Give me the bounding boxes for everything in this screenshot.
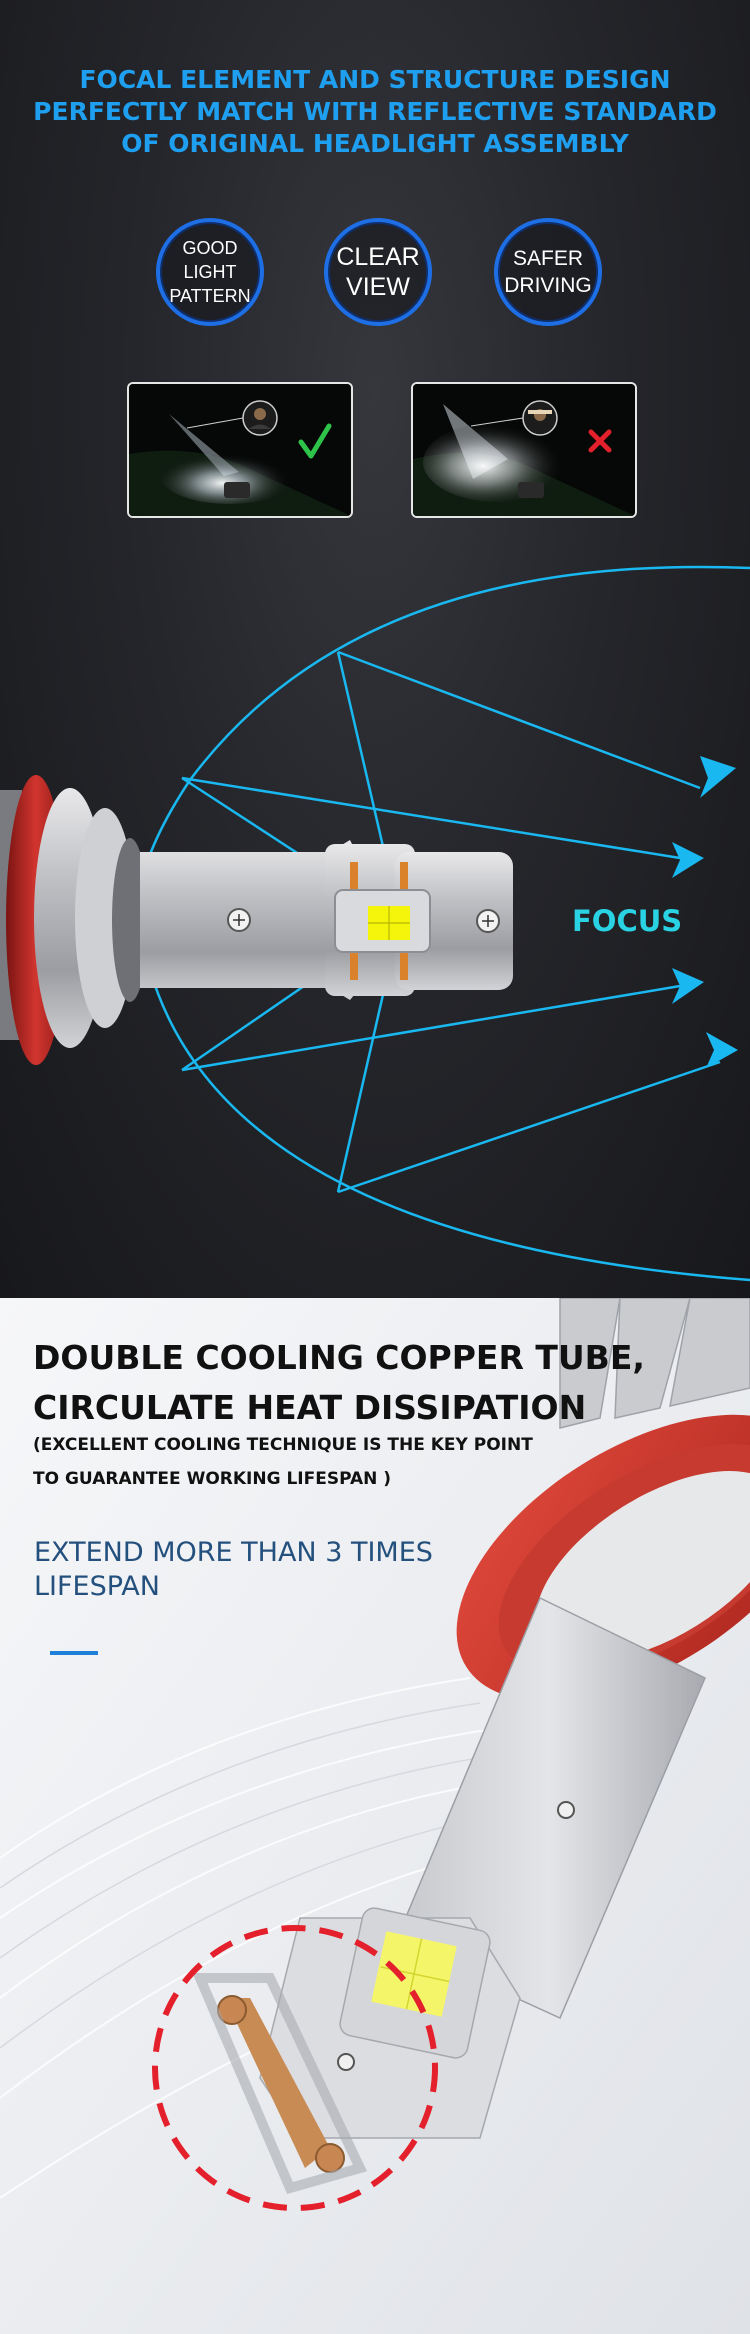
- badge-text: PATTERN: [169, 286, 251, 306]
- focal-headline: FOCAL ELEMENT AND STRUCTURE DESIGN PERFE…: [0, 64, 750, 160]
- bulb-base: [0, 775, 148, 1065]
- cross-icon: [588, 429, 612, 453]
- heatsink-fins: [559, 1298, 750, 1429]
- cooling-section: DOUBLE COOLING COPPER TUBE, CIRCULATE HE…: [0, 1298, 750, 2334]
- badge-safer-driving: SAFER DRIVING: [494, 218, 602, 326]
- badge-text: SAFER: [512, 247, 583, 270]
- badge-text: CLEAR: [336, 243, 420, 271]
- headline-line-3: OF ORIGINAL HEADLIGHT ASSEMBLY: [121, 129, 629, 158]
- focal-design-section: FOCAL ELEMENT AND STRUCTURE DESIGN PERFE…: [0, 0, 750, 1298]
- cooling-product-illustration: [0, 1298, 750, 2334]
- lifespan-claim: EXTEND MORE THAN 3 TIMES LIFESPAN: [34, 1536, 433, 1604]
- night-road-illustration: [413, 384, 635, 516]
- cooling-note-line-1: (EXCELLENT COOLING TECHNIQUE IS THE KEY …: [33, 1435, 533, 1455]
- badge-text: LIGHT: [183, 262, 237, 282]
- focus-label: FOCUS: [572, 904, 683, 938]
- badge-text: VIEW: [346, 273, 410, 301]
- lifespan-line-1: EXTEND MORE THAN 3 TIMES: [34, 1537, 433, 1568]
- night-road-photo-good: [127, 382, 353, 518]
- lifespan-line-2: LIFESPAN: [34, 1571, 160, 1602]
- night-road-illustration: [129, 384, 351, 516]
- headline-line-2: PERFECTLY MATCH WITH REFLECTIVE STANDARD: [33, 97, 717, 126]
- cooling-note-line-2: TO GUARANTEE WORKING LIFESPAN ): [33, 1469, 392, 1489]
- accent-bar: [50, 1651, 98, 1655]
- badge-text: DRIVING: [504, 274, 592, 297]
- badge-good-light-pattern: GOOD LIGHT PATTERN: [156, 218, 264, 326]
- check-icon: [298, 423, 332, 459]
- focus-beam-diagram: [0, 565, 750, 1282]
- headline-line-1: FOCAL ELEMENT AND STRUCTURE DESIGN: [79, 65, 671, 94]
- badge-text: GOOD: [182, 238, 238, 258]
- cooling-title-line-2: CIRCULATE HEAT DISSIPATION: [33, 1388, 587, 1427]
- badge-clear-view: CLEAR VIEW: [324, 218, 432, 326]
- highlight-ring: [152, 1925, 438, 2211]
- beam-arrowheads: [672, 756, 738, 1068]
- led-module-body: [140, 840, 513, 1000]
- cooling-title-line-1: DOUBLE COOLING COPPER TUBE,: [33, 1338, 645, 1377]
- night-road-photo-bad: [411, 382, 637, 518]
